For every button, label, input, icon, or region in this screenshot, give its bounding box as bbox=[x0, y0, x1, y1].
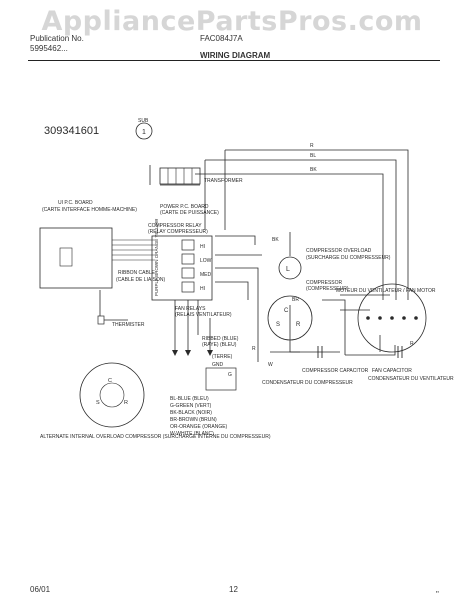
compressor-label: COMPRESSOR bbox=[306, 280, 343, 286]
terminal-c: C bbox=[284, 308, 289, 314]
svg-text:W: W bbox=[268, 362, 273, 368]
fan-relays-label: FAN RELAYS bbox=[175, 306, 206, 312]
overload-icon bbox=[278, 256, 302, 280]
ribbon-label: RIBBON CABLE bbox=[118, 270, 156, 276]
svg-text:R: R bbox=[410, 341, 414, 347]
power-board-label: POWER P.C. BOARD bbox=[160, 204, 209, 210]
wire-code-labels: R BL BK BK BR W G R R bbox=[228, 143, 414, 378]
svg-text:R: R bbox=[310, 143, 314, 149]
footer-date: 06/01 bbox=[30, 585, 51, 594]
svg-text:BK: BK bbox=[272, 237, 279, 243]
part-number: 309341601 bbox=[44, 125, 99, 137]
comp-relay-label-fr: (RELAY COMPRESSEUR) bbox=[148, 229, 208, 235]
fan-capacitor-icon bbox=[397, 346, 403, 358]
ui-display-icon bbox=[59, 247, 73, 267]
speed-hi: HI bbox=[200, 244, 205, 250]
svg-text:BK: BK bbox=[310, 167, 317, 173]
compressor-icon bbox=[267, 295, 313, 341]
wire-blue bbox=[205, 159, 397, 300]
relay-contacts bbox=[181, 239, 195, 293]
comp-cap-label-fr: CONDENSATEUR DU COMPRESSEUR bbox=[262, 380, 353, 386]
fan-motor-icon bbox=[357, 283, 427, 353]
ribbed-label-fr: (RAYE) (BLEU) bbox=[202, 342, 237, 348]
ribbed-label: RIBBED (BLUE) bbox=[202, 336, 239, 342]
wire-red bbox=[225, 149, 409, 300]
thermistor-label: THERMISTER bbox=[112, 322, 145, 328]
svg-text:C: C bbox=[108, 378, 112, 384]
ground-label-fr: (TERRE) bbox=[212, 354, 233, 360]
svg-text:G: G bbox=[228, 372, 232, 378]
sub-circle-icon bbox=[135, 122, 153, 140]
publication-number: 5995462... bbox=[30, 44, 68, 53]
cable-colors: PURPLE BROWN ORANGE YELLOW bbox=[154, 218, 159, 296]
watermark: AppliancePartsPros.com bbox=[41, 6, 423, 37]
publication-label: Publication No. bbox=[30, 34, 84, 43]
overload-label: COMPRESSOR OVERLOAD bbox=[306, 248, 372, 254]
terminal-r: R bbox=[296, 322, 301, 328]
thermistor-icon bbox=[97, 315, 105, 325]
comp-relay-label: COMPRESSOR RELAY bbox=[148, 223, 202, 229]
transformer-label: TRANSFORMER bbox=[204, 178, 243, 184]
color-key-item: BK-BLACK (NOIR) bbox=[170, 410, 212, 416]
power-board-label-fr: (CARTE DE PUISSANCE) bbox=[160, 210, 219, 216]
svg-text:S: S bbox=[96, 400, 100, 406]
comp-cap-label: COMPRESSOR CAPACITOR bbox=[302, 368, 369, 374]
page-title: WIRING DIAGRAM bbox=[200, 51, 271, 60]
color-key-item: OR-ORANGE (ORANGE) bbox=[170, 424, 228, 430]
page-number: 12 bbox=[229, 585, 238, 594]
color-key-item: BR-BROWN (BRUN) bbox=[170, 417, 217, 423]
color-key-item: BL-BLUE (BLEU) bbox=[170, 396, 209, 402]
speed-med: MED bbox=[200, 272, 212, 278]
color-key-item: W-WHITE (BLANC) bbox=[170, 431, 214, 437]
svg-text:BR: BR bbox=[292, 297, 299, 303]
svg-text:R: R bbox=[252, 346, 256, 352]
speed-hi-2: HI bbox=[200, 286, 205, 292]
compressor-label-fr: (COMPRESSEUR) bbox=[306, 286, 349, 292]
ui-board-label: UI P.C. BOARD bbox=[58, 200, 93, 206]
wire-black bbox=[195, 173, 384, 300]
terminal-s: S bbox=[276, 322, 280, 328]
svg-text:L: L bbox=[286, 266, 290, 273]
ribbon-cable-lines bbox=[112, 239, 155, 261]
fan-cap-label: FAN CAPACITOR bbox=[372, 368, 412, 374]
color-key-item: G-GREEN (VERT) bbox=[170, 403, 212, 409]
overload-label-fr: (SURCHARGE DU COMPRESSEUR) bbox=[306, 255, 391, 261]
fan-motor-terminals bbox=[366, 316, 418, 320]
footer-mark: " bbox=[436, 590, 439, 599]
alt-overload-label: ALTERNATE INTERNAL OVERLOAD COMPRESSOR (… bbox=[40, 434, 271, 440]
sub-label: SUB bbox=[138, 118, 149, 124]
plug-icon bbox=[205, 367, 237, 391]
alt-compressor-terminals: C S R bbox=[96, 378, 128, 406]
wire-arrowheads bbox=[172, 350, 213, 356]
svg-text:R: R bbox=[124, 400, 128, 406]
ground-label: GND bbox=[212, 362, 224, 368]
ribbon-label-fr: (CABLE DE LIAISON) bbox=[116, 277, 166, 283]
power-board bbox=[151, 235, 213, 301]
sub-value: 1 bbox=[142, 129, 146, 136]
speed-low: LOW bbox=[200, 258, 212, 264]
header-rule bbox=[28, 60, 440, 61]
ui-board bbox=[39, 227, 113, 289]
fan-relays-label-fr: (RELAIS VENTILATEUR) bbox=[175, 312, 232, 318]
model-number: FAC084J7A bbox=[200, 34, 243, 43]
color-key: BL-BLUE (BLEU) G-GREEN (VERT) BK-BLACK (… bbox=[170, 396, 228, 437]
fan-motor-label: MOTEUR DU VENTILATEUR / FAN MOTOR bbox=[336, 288, 436, 294]
alt-compressor-icon bbox=[79, 362, 145, 428]
ui-board-label-fr: (CARTE INTERFACE HOMME-MACHINE) bbox=[42, 207, 137, 213]
transformer-box bbox=[159, 167, 201, 185]
compressor-capacitor-icon bbox=[317, 346, 323, 358]
fan-cap-label-fr: CONDENSATEUR DU VENTILATEUR bbox=[368, 376, 454, 382]
svg-text:BL: BL bbox=[310, 153, 316, 159]
